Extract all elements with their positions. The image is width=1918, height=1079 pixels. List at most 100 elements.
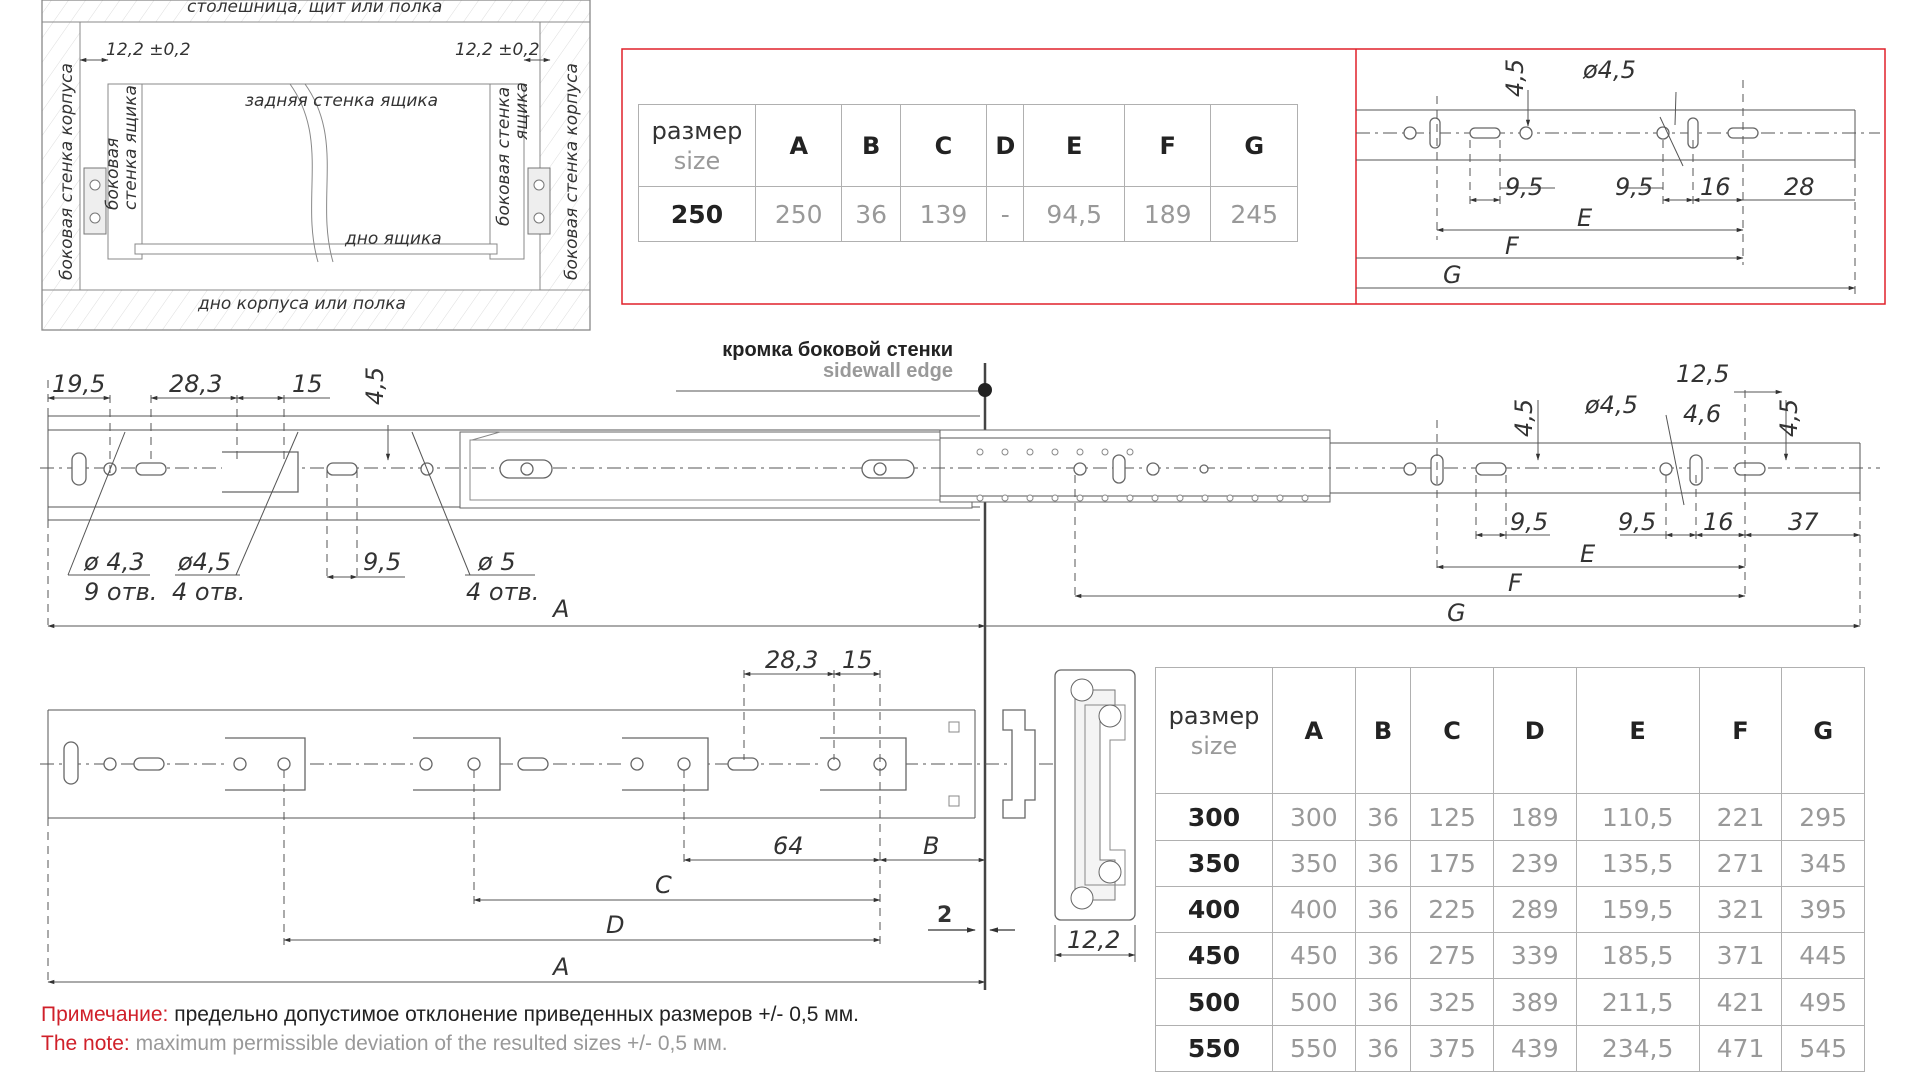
col-F: F — [1698, 666, 1783, 795]
hole-count-3: 4 отв. — [466, 578, 539, 606]
col-B: B — [1354, 666, 1412, 795]
note-label-ru: Примечание: — [41, 1003, 169, 1026]
cell: 300 — [1272, 793, 1356, 841]
col-C: C — [1410, 666, 1494, 795]
cell: 271 — [1698, 839, 1783, 887]
cell: 110,5 — [1575, 793, 1700, 841]
drawer-wall-right-label-2: ящика — [512, 82, 532, 140]
col-F: F — [1123, 104, 1212, 187]
body-wall-right-label: боковая стенка корпуса — [562, 63, 582, 280]
row-size: 250 — [638, 186, 756, 242]
gap-left-label: 12,2 ±0,2 — [106, 40, 191, 60]
cell: 421 — [1698, 978, 1783, 1026]
cell: 500 — [1272, 978, 1356, 1026]
dim-G-right: G — [1447, 599, 1466, 627]
cell: 125 — [1410, 793, 1494, 841]
dim-9-5-right-a: 9,5 — [1510, 508, 1548, 536]
col-E: E — [1023, 104, 1125, 187]
cell: 36 — [1354, 839, 1412, 887]
cell: 395 — [1781, 885, 1865, 934]
cell: - — [986, 186, 1025, 242]
cell: 371 — [1698, 932, 1783, 980]
cabinet-section-sketch: 12,2 ±0,2 12,2 ±0,2 столешница, щит или … — [41, 0, 591, 331]
cell: 471 — [1698, 1024, 1783, 1073]
col-B: B — [841, 104, 901, 187]
cell: 295 — [1781, 793, 1865, 841]
inset-dim-F: F — [1505, 232, 1520, 260]
cell: 400 — [1272, 885, 1356, 934]
rail-cross-section: 12,2 — [1054, 669, 1136, 962]
dim-12-2: 12,2 — [1067, 926, 1120, 954]
dim-19-5: 19,5 — [52, 370, 105, 398]
cell: 339 — [1492, 932, 1577, 980]
cell: 389 — [1492, 978, 1577, 1026]
sidewall-edge-label: кромка боковой стенки sidewall edge — [640, 340, 953, 382]
row-size: 400 — [1155, 885, 1273, 934]
cell: 94,5 — [1023, 186, 1125, 242]
sidewall-edge-en: sidewall edge — [822, 360, 953, 382]
col-D: D — [986, 104, 1025, 187]
dim-C: C — [655, 871, 672, 899]
cell: 250 — [754, 186, 843, 242]
dim-28-3: 28,3 — [169, 370, 222, 398]
cell: 36 — [1354, 1024, 1412, 1073]
cell: 175 — [1410, 839, 1494, 887]
cell: 325 — [1410, 978, 1494, 1026]
lower-rail: 28,3 15 64 B C D A 2 — [40, 646, 1080, 985]
dim-E-right: E — [1580, 540, 1596, 568]
cell: 36 — [841, 186, 901, 242]
sidewall-edge-ru: кромка боковой стенки — [722, 339, 953, 361]
row-size: 300 — [1155, 793, 1273, 841]
dim-16-right: 16 — [1703, 508, 1734, 536]
cell: 450 — [1272, 932, 1356, 980]
dim-2-gap: 2 — [937, 903, 952, 928]
inset-rail-drawing: 4,5 ø4,5 9,5 9,5 16 28 E F G — [1356, 56, 1880, 295]
col-A: A — [754, 104, 843, 187]
hole-dia-1: ø 4,3 — [83, 548, 144, 576]
hole-count-1: 9 отв. — [84, 578, 157, 606]
cell: 289 — [1492, 885, 1577, 934]
cell: 135,5 — [1575, 839, 1700, 887]
cell: 239 — [1492, 839, 1577, 887]
cell: 234,5 — [1575, 1024, 1700, 1073]
inset-dim-16: 16 — [1700, 173, 1731, 201]
inset-dim-9-5b: 9,5 — [1615, 173, 1653, 201]
upper-rail: 19,5 28,3 15 4,5 ø 4,3 9 отв. ø4,5 4 отв… — [40, 360, 1880, 629]
cell: 225 — [1410, 885, 1494, 934]
row-size: 350 — [1155, 839, 1273, 887]
dim-64: 64 — [773, 832, 804, 860]
col-G: G — [1781, 666, 1865, 795]
sidewall-edge-dot — [978, 383, 992, 397]
cell: 189 — [1123, 186, 1212, 242]
cell: 36 — [1354, 793, 1412, 841]
note-text-en: maximum permissible deviation of the res… — [135, 1032, 728, 1055]
dim-dia-4-5-right: ø4,5 — [1584, 391, 1638, 419]
cell: 439 — [1492, 1024, 1577, 1073]
inset-dim-G: G — [1443, 261, 1462, 289]
drawer-bottom-label: дно ящика — [344, 229, 442, 249]
col-A: A — [1272, 666, 1356, 795]
cell: 221 — [1698, 793, 1783, 841]
col-E: E — [1575, 666, 1700, 795]
cell: 139 — [899, 186, 988, 242]
inset-dim-4-5: 4,5 — [1501, 59, 1529, 97]
table-row: 250 250 36 139 - 94,5 189 245 — [638, 186, 1298, 242]
red-frame — [621, 48, 1886, 305]
inset-dim-E: E — [1577, 204, 1593, 232]
note-en: The note: maximum permissible deviation … — [41, 1032, 728, 1056]
col-G: G — [1210, 104, 1298, 187]
inset-dim-dia: ø4,5 — [1582, 56, 1636, 84]
row-size: 450 — [1155, 932, 1273, 980]
row-size: 550 — [1155, 1024, 1273, 1073]
